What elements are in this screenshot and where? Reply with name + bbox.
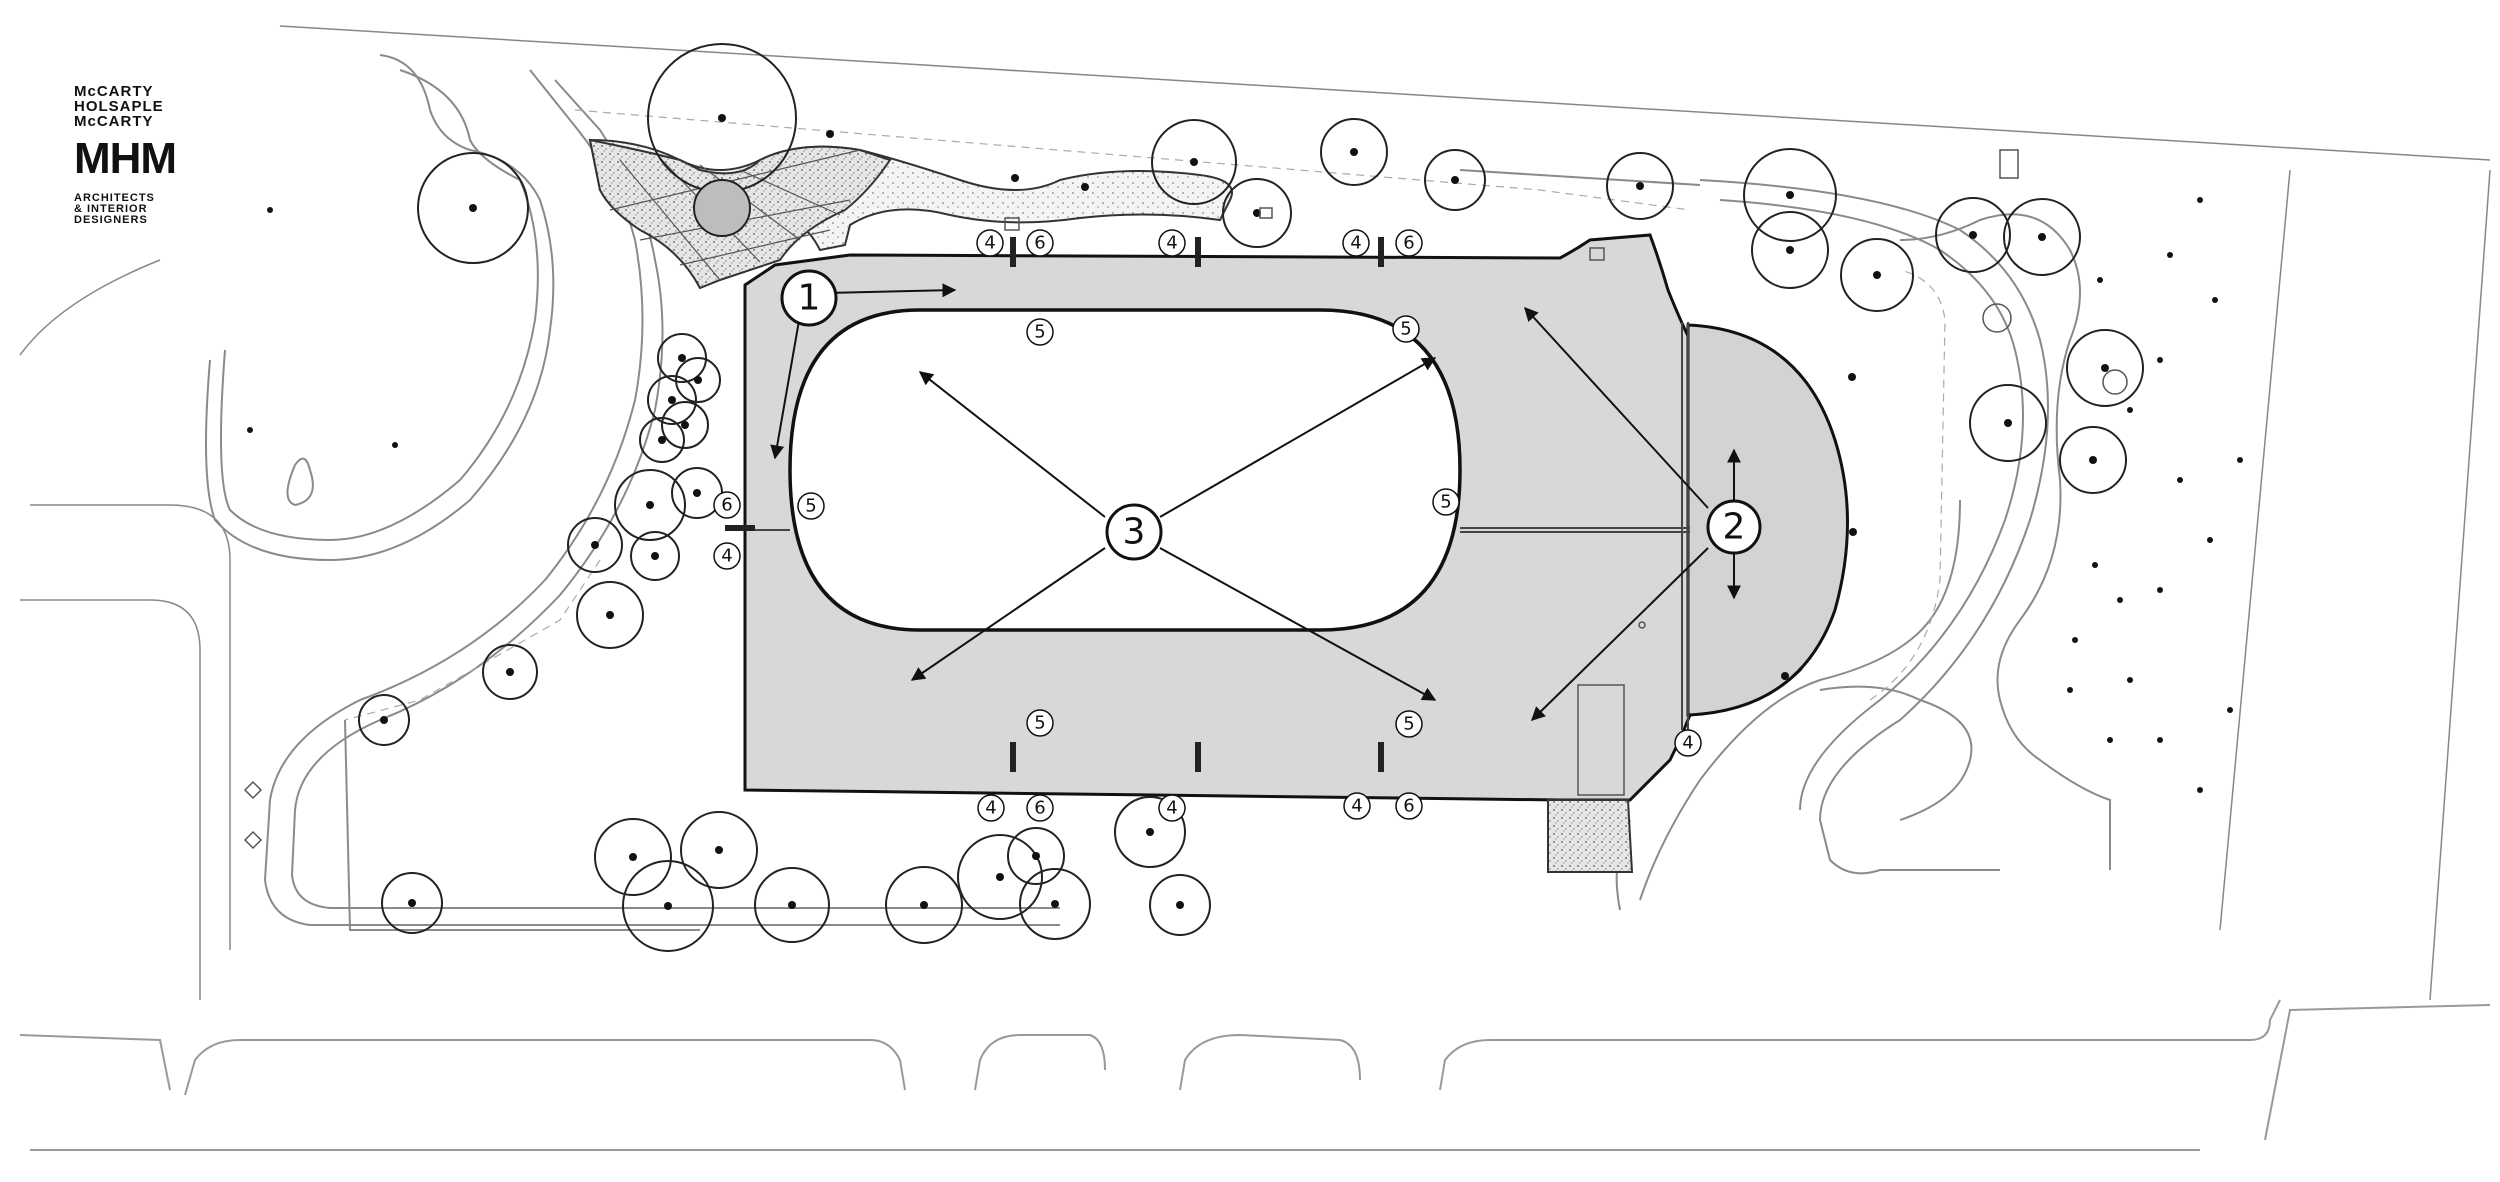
callouts-5 <box>797 315 1460 738</box>
callouts-4 <box>713 229 1702 822</box>
callout-6-label: 6 <box>1034 798 1045 819</box>
tree-centers <box>247 114 2243 910</box>
logo-line-1: McCARTY <box>74 83 154 100</box>
south-entry <box>1547 799 1634 873</box>
logo-line-2: HOLSAPLE <box>74 98 164 115</box>
callout-4-label: 4 <box>1682 733 1693 754</box>
logo-line-3: McCARTY <box>74 113 154 130</box>
right-garden-paths <box>1459 169 2111 911</box>
callout-4-label: 4 <box>721 546 732 567</box>
callout-4-label: 4 <box>985 798 996 819</box>
callout-2: 2 <box>1706 499 1762 555</box>
callouts-6-labels: 6 6 6 6 6 <box>721 233 1414 819</box>
direction-arrows <box>770 283 1741 721</box>
callouts-4-labels: 4 4 4 4 4 4 4 4 <box>721 233 1693 819</box>
rink-outline <box>788 308 1462 632</box>
logo-sub-3: DESIGNERS <box>74 214 148 226</box>
callout-3: 3 <box>1105 503 1163 561</box>
callout-1-label: 1 <box>798 278 821 319</box>
callout-5-label: 5 <box>1403 714 1414 735</box>
structure-lines <box>745 322 1690 730</box>
logo-sub-2: & INTERIOR <box>74 203 148 215</box>
callouts-5-labels: 5 5 5 5 5 5 <box>805 319 1451 735</box>
callout-4-label: 4 <box>1166 233 1177 254</box>
callout-3-label: 3 <box>1123 512 1146 553</box>
callout-5-label: 5 <box>1400 319 1411 340</box>
tree-protection-line <box>344 109 1946 721</box>
callout-5-label: 5 <box>1034 713 1045 734</box>
callout-5-label: 5 <box>1440 492 1451 513</box>
left-garden-paths <box>205 54 1060 931</box>
callout-4-label: 4 <box>1351 796 1362 817</box>
callout-6-label: 6 <box>1034 233 1045 254</box>
rink-gates <box>725 237 1384 772</box>
plaza-grid <box>609 149 861 281</box>
callout-5-label: 5 <box>805 496 816 517</box>
site-furniture <box>243 149 2128 850</box>
callout-1: 1 <box>780 269 838 327</box>
callout-5-label: 5 <box>1034 322 1045 343</box>
logo-sub-1: ARCHITECTS <box>74 192 155 204</box>
callout-4-label: 4 <box>1350 233 1361 254</box>
callout-4-label: 4 <box>984 233 995 254</box>
callout-2-label: 2 <box>1723 507 1746 548</box>
firm-logo: McCARTY HOLSAPLE McCARTY MHM ARCHITECTS … <box>74 84 204 226</box>
callouts-6 <box>713 229 1423 822</box>
light-posts <box>826 130 1857 680</box>
callout-4-label: 4 <box>1166 798 1177 819</box>
logo-monogram: MHM <box>74 134 177 183</box>
callout-6-label: 6 <box>1403 796 1414 817</box>
east-plaza-apse <box>1686 323 1849 717</box>
callout-6-label: 6 <box>721 495 732 516</box>
trees <box>358 43 2144 952</box>
street-curbs <box>19 999 2491 1151</box>
callout-6-label: 6 <box>1403 233 1414 254</box>
